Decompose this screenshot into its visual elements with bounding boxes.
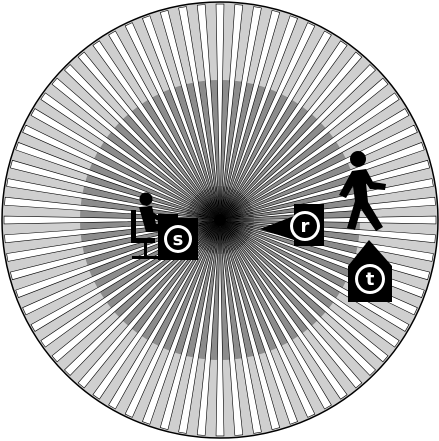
marker-r-label: r	[301, 216, 310, 237]
center-hub	[214, 214, 226, 226]
marker-s: s	[158, 218, 198, 260]
marker-s-label: s	[173, 229, 184, 250]
marker-t-label: t	[366, 269, 375, 290]
